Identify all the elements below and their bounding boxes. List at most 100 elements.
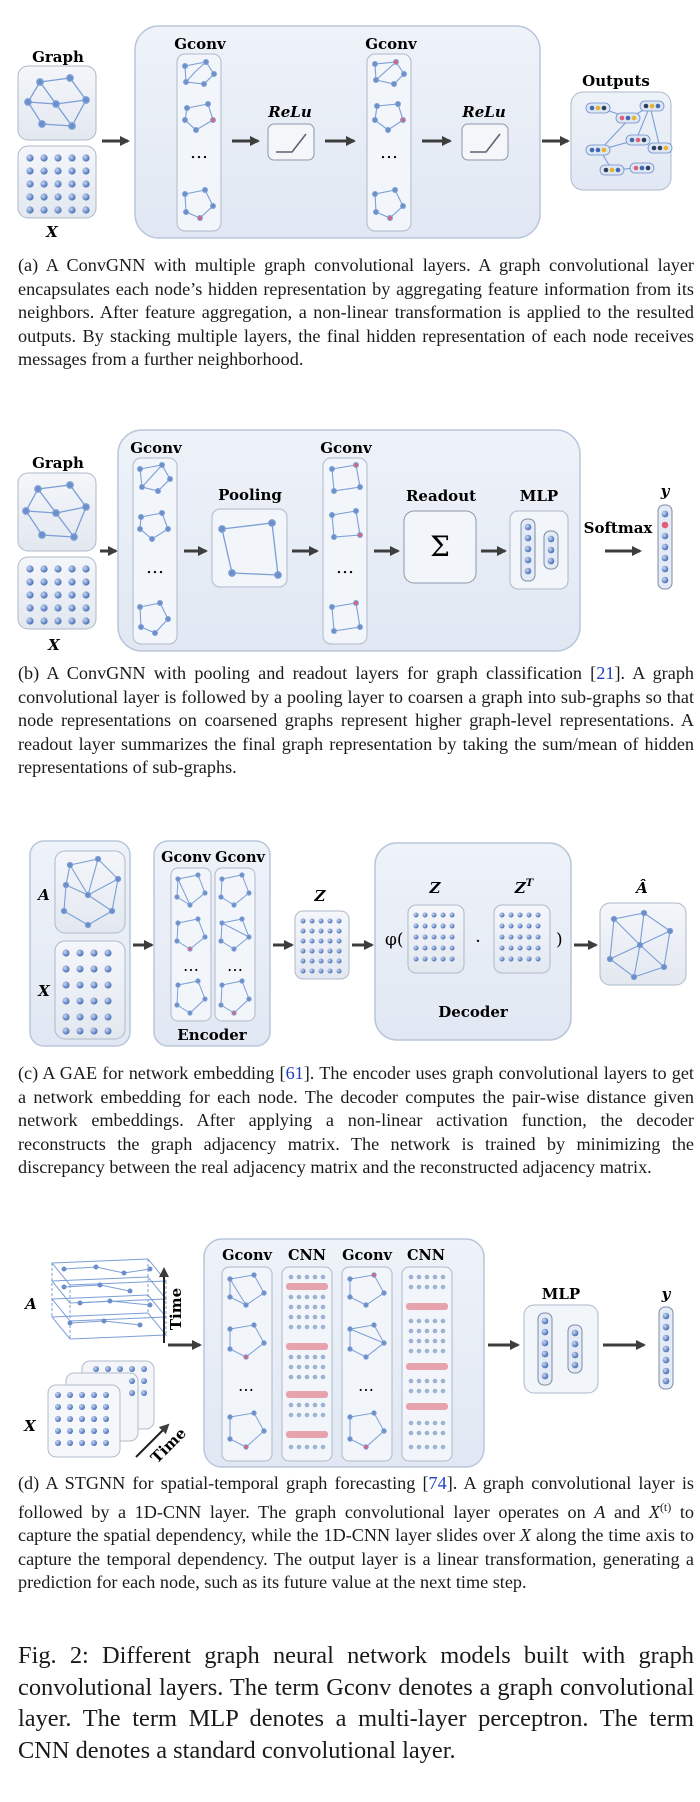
panel-c: A X Gconv Gconv … … Encoder Z	[0, 835, 700, 1055]
feature-matrix-dots	[26, 154, 90, 214]
sum-symbol: Σ	[430, 530, 450, 563]
a-label: A	[36, 886, 50, 904]
output-vector-nodes	[661, 510, 669, 584]
stgnn-gconv-subgraphs	[227, 1272, 387, 1450]
close-paren: )	[556, 930, 563, 950]
adjacency-graph	[60, 855, 122, 929]
relu-label-1: ReLu	[267, 103, 312, 121]
zt-base: Z	[514, 879, 527, 897]
graph-label: Graph	[32, 48, 84, 66]
encoder-subgraphs	[174, 872, 252, 1016]
mlp-box	[509, 510, 569, 590]
pooling-label: Pooling	[218, 486, 282, 504]
mlp-box	[523, 1304, 599, 1394]
temporal-feature-stack	[47, 1360, 155, 1458]
mlp-layer-1	[537, 1312, 553, 1386]
decoder-zt-box	[493, 904, 551, 974]
mlp-layer-2-nodes	[571, 1329, 579, 1369]
caption-d-text-5: along the time axis to capture the tempo…	[18, 1525, 694, 1593]
caption-d-math-x2: X	[519, 1525, 532, 1546]
gconv-label-2: Gconv	[342, 1247, 392, 1264]
gconv-label-1: Gconv	[130, 439, 183, 457]
decoder-frame	[374, 842, 572, 1041]
gconv-frame	[134, 25, 541, 239]
caption-c-text-1: (c) A GAE for network embedding [	[18, 1063, 286, 1083]
gconv-2-subgraphs	[329, 462, 363, 634]
feature-matrix-dots	[62, 949, 112, 1035]
caption-d-text-4: to capture the spatial dependency, while…	[18, 1501, 694, 1546]
readout-label: Readout	[406, 487, 476, 505]
adjacency-box	[54, 850, 126, 934]
stgnn-cnn-1	[281, 1266, 333, 1462]
encoder-ellipsis-2: …	[227, 956, 243, 975]
relu-box-2	[461, 123, 509, 161]
zt-sup: T	[526, 878, 535, 889]
stgnn-gconv-2	[341, 1266, 393, 1462]
time-axis-diagonal	[135, 1423, 170, 1458]
graph-network	[22, 481, 90, 541]
graph-label: Graph	[32, 454, 84, 472]
cnn-node-grid	[288, 1274, 446, 1450]
gconv-label-1: Gconv	[161, 849, 211, 866]
a-label: A	[23, 1295, 37, 1313]
panel-a: Graph X Gconv Gconv … ReLu …	[0, 0, 700, 250]
gconv-label-2: Gconv	[320, 439, 373, 457]
figure-caption: Fig. 2: Different graph neural network m…	[18, 1642, 694, 1764]
time-label-1: Time	[167, 1288, 185, 1330]
gconv-label-1: Gconv	[174, 35, 227, 53]
y-label: y	[660, 482, 671, 500]
encoder-gconv-1	[170, 867, 212, 1022]
gconv-layer-1	[176, 53, 222, 232]
feature-matrix-dots	[26, 565, 90, 625]
dot-operator: ·	[475, 931, 481, 952]
z-label: Z	[314, 887, 327, 905]
temporal-adjacency-nodes	[61, 1264, 153, 1328]
phi-open: φ(	[385, 930, 404, 950]
decoder-z-label: Z	[429, 879, 442, 897]
embedding-dots	[300, 918, 342, 974]
gconv-label-2: Gconv	[215, 849, 265, 866]
decoder-zt-dots	[499, 912, 541, 962]
outputs-graph	[585, 100, 673, 176]
mlp-layer-2-nodes	[547, 535, 555, 565]
temporal-adjacency-stack	[50, 1258, 168, 1340]
stgnn-gconv-1	[221, 1266, 273, 1462]
reconstructed-graph	[606, 909, 674, 981]
caption-d-text-3: and	[605, 1501, 649, 1522]
citation-link[interactable]: 21	[596, 663, 615, 683]
time-label-2: Time	[147, 1424, 190, 1467]
gconv-1-subgraphs	[182, 59, 217, 221]
a-hat-label: Â	[634, 879, 648, 897]
output-vector-nodes	[662, 1312, 670, 1385]
gconv-1-ellipsis: …	[190, 142, 208, 163]
decoder-z-box	[407, 904, 465, 974]
x-label: X	[47, 636, 61, 654]
decoder-z-dots	[413, 912, 455, 962]
gconv-layer-1	[132, 457, 178, 645]
panel-d: A Time X Time Gconv CNN Gconv CNN	[0, 1233, 700, 1473]
caption-b-text-1: (b) A ConvGNN with pooling and readout l…	[18, 663, 597, 683]
encoder-ellipsis-1: …	[183, 956, 199, 975]
readout-box	[403, 510, 477, 584]
citation-link[interactable]: 61	[285, 1063, 304, 1083]
citation-link[interactable]: 74	[428, 1473, 447, 1493]
embedding-box	[294, 910, 350, 980]
gconv-1-ellipsis: …	[146, 557, 164, 578]
relu-curve-2	[470, 133, 501, 153]
outputs-label: Outputs	[582, 72, 650, 90]
decoder-zt-label: ZT	[514, 878, 535, 897]
caption-d-math-x: X	[648, 1501, 660, 1522]
stgnn-gconv-1-ellipsis: …	[238, 1376, 254, 1395]
mlp-label: MLP	[542, 1285, 580, 1303]
y-label: y	[661, 1285, 672, 1303]
x-label: X	[23, 1417, 37, 1435]
caption-d-text-2: ]. A graph convolutional layer is follow…	[18, 1473, 695, 1522]
x-label: X	[45, 223, 59, 241]
caption-d-math-a: A	[594, 1501, 606, 1522]
caption-c-text-2: ]. The encoder uses graph convolutional …	[18, 1063, 694, 1178]
cnn-label-1: CNN	[288, 1247, 326, 1264]
caption-d-text-1: (d) A STGNN for spatial-temporal graph f…	[18, 1473, 429, 1493]
relu-curve-1	[276, 133, 307, 153]
gconv-label-2: Gconv	[365, 35, 418, 53]
cnn-label-2: CNN	[407, 1247, 445, 1264]
